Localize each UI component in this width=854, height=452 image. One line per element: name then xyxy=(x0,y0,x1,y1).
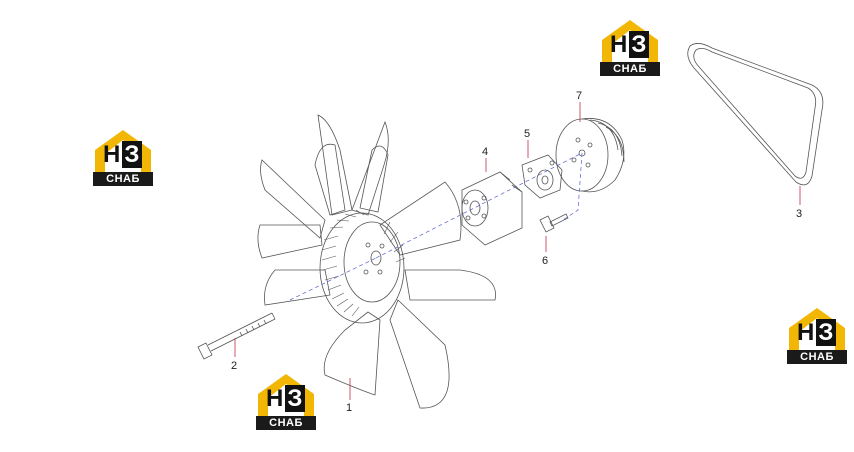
callout-fan-bolt: 2 xyxy=(231,360,237,372)
fan-blade xyxy=(260,159,326,239)
watermark-letter: З xyxy=(816,319,837,346)
watermark-letter: H xyxy=(103,141,122,168)
watermark-letter: H xyxy=(266,385,285,412)
fan-hub-hole xyxy=(377,269,383,275)
spacer xyxy=(461,171,523,246)
fan-blade xyxy=(317,114,353,216)
callout-hub: 5 xyxy=(524,128,530,140)
fan-hub-hole xyxy=(379,243,385,249)
callout-pulley-bolt: 6 xyxy=(542,255,548,267)
pulley xyxy=(555,118,625,193)
callout-spacer: 4 xyxy=(482,146,488,158)
fan-assembly xyxy=(257,114,496,409)
leader-lines xyxy=(234,102,801,400)
watermark-letter: З xyxy=(122,141,143,168)
fan-fins xyxy=(321,209,406,317)
callout-v-belt: 3 xyxy=(796,208,802,220)
v-belt xyxy=(687,43,824,186)
watermark-band: СНАБ xyxy=(787,350,847,364)
fan-blade xyxy=(314,143,346,216)
watermark-letter: З xyxy=(629,31,650,58)
watermark-band: СНАБ xyxy=(93,172,153,186)
fan-bolt xyxy=(197,312,276,360)
fan-blade xyxy=(323,311,381,396)
fan-blade xyxy=(404,269,496,301)
watermark-letter: H xyxy=(797,319,816,346)
fan-blade xyxy=(359,145,389,213)
fan-blade xyxy=(264,269,331,306)
watermark-letter: З xyxy=(285,385,306,412)
fan-blade xyxy=(351,120,389,216)
fan-hub-bore xyxy=(370,250,382,266)
callout-pulley: 7 xyxy=(576,90,582,102)
callout-fan: 1 xyxy=(346,402,352,414)
fan-hub-inner xyxy=(343,221,401,303)
fan-hub-hole xyxy=(365,242,371,248)
fan-blade xyxy=(257,224,323,259)
assembly-axis xyxy=(289,152,583,301)
fan-hub-hole xyxy=(363,269,369,275)
fan-blade xyxy=(389,299,450,409)
fan-hub-outer xyxy=(319,212,405,324)
pulley-bolt xyxy=(539,213,569,233)
hub xyxy=(521,154,563,199)
watermark-band: СНАБ xyxy=(600,62,660,76)
fan-blade xyxy=(379,181,462,256)
watermark-letter: H xyxy=(610,31,629,58)
watermark-band: СНАБ xyxy=(256,416,316,430)
